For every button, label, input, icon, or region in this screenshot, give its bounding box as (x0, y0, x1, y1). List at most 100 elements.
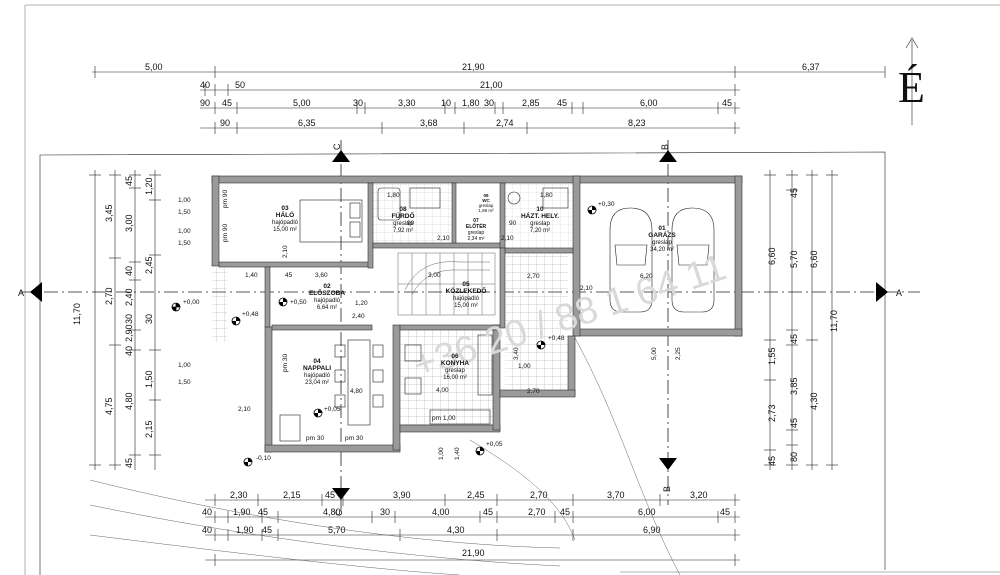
svg-text:4,00: 4,00 (432, 507, 450, 517)
level-marker-terrace: +0,48 (231, 311, 259, 326)
level-marker-kitchen-out: +0,05 (475, 441, 503, 456)
svg-text:09: 09 (483, 193, 489, 198)
section-label-a-right: A (896, 288, 902, 298)
level-marker-living: +0,05 (313, 406, 341, 418)
svg-text:10: 10 (536, 206, 544, 213)
svg-text:+0,05: +0,05 (486, 441, 503, 448)
svg-text:16,00 m²: 16,00 m² (443, 375, 467, 381)
right-dimension-lines (764, 170, 838, 470)
svg-text:NAPPALI: NAPPALI (303, 365, 331, 372)
svg-text:1,20: 1,20 (355, 300, 368, 307)
svg-text:15,00 m²: 15,00 m² (454, 303, 478, 309)
svg-text:3,68: 3,68 (420, 118, 438, 128)
svg-text:1,50: 1,50 (178, 209, 191, 216)
level-marker-corridor: +0,48 (536, 335, 565, 350)
svg-text:1,90: 1,90 (236, 525, 254, 535)
svg-text:11,70: 11,70 (829, 310, 839, 332)
svg-text:2,10: 2,10 (501, 235, 514, 242)
svg-text:80: 80 (789, 452, 799, 462)
svg-text:greslap: greslap (445, 368, 465, 374)
svg-text:6,60: 6,60 (767, 247, 777, 265)
svg-text:3,85: 3,85 (789, 377, 799, 395)
svg-text:2,70: 2,70 (527, 388, 540, 395)
svg-text:greslap: greslap (652, 240, 672, 246)
svg-text:6,00: 6,00 (640, 98, 658, 108)
svg-text:1,50: 1,50 (144, 370, 154, 388)
svg-text:90: 90 (407, 220, 415, 227)
svg-text:45: 45 (124, 176, 134, 186)
svg-text:2,40: 2,40 (124, 288, 134, 306)
svg-text:21,90: 21,90 (462, 62, 485, 72)
svg-text:greslap: greslap (479, 203, 494, 208)
svg-text:02: 02 (323, 283, 331, 290)
room-label-halo: 03 HÁLÓ hajópadló 15,00 m² (272, 205, 299, 233)
level-marker-entrance: +0,00 (171, 299, 200, 312)
svg-text:4,75: 4,75 (104, 397, 114, 415)
svg-text:45: 45 (789, 418, 799, 428)
svg-text:40: 40 (202, 525, 212, 535)
svg-text:2,74: 2,74 (496, 118, 514, 128)
tile-floor-utility (505, 183, 573, 248)
svg-text:pm 30: pm 30 (345, 435, 363, 442)
svg-text:1,89 m²: 1,89 m² (478, 208, 494, 213)
svg-text:05: 05 (462, 281, 470, 288)
svg-text:2,10: 2,10 (437, 235, 450, 242)
svg-text:2,40: 2,40 (352, 313, 365, 320)
svg-text:GARÁZS: GARÁZS (648, 230, 676, 239)
north-arrow: É (898, 37, 925, 125)
svg-text:5,00: 5,00 (293, 98, 311, 108)
svg-text:15,00 m²: 15,00 m² (273, 227, 297, 233)
room-label-konyha: 06 KONYHA greslap 16,00 m² (441, 353, 469, 381)
svg-text:4,80: 4,80 (124, 392, 134, 410)
svg-text:2,10: 2,10 (580, 285, 593, 292)
svg-text:21,00: 21,00 (480, 80, 503, 90)
svg-text:10: 10 (441, 98, 451, 108)
svg-text:30: 30 (380, 507, 390, 517)
svg-text:hajópadló: hajópadló (304, 373, 331, 379)
svg-text:2,10: 2,10 (238, 406, 251, 413)
svg-text:6,64 m²: 6,64 m² (317, 305, 337, 311)
svg-text:34,20 m²: 34,20 m² (650, 247, 674, 253)
tile-floor-kitchen (400, 330, 493, 425)
svg-text:1,80: 1,80 (462, 98, 480, 108)
svg-text:3,60: 3,60 (315, 272, 328, 279)
svg-text:11,70: 11,70 (72, 303, 82, 325)
svg-text:1,00: 1,00 (178, 362, 191, 369)
svg-text:5,70: 5,70 (789, 250, 799, 268)
svg-text:3,00: 3,00 (428, 272, 441, 279)
svg-text:KONYHA: KONYHA (441, 360, 469, 367)
svg-text:3,20: 3,20 (690, 490, 708, 500)
svg-text:40: 40 (200, 80, 210, 90)
svg-text:3,70: 3,70 (607, 490, 625, 500)
svg-text:45: 45 (262, 525, 272, 535)
svg-text:1,40: 1,40 (454, 447, 461, 460)
left-dimension-texts: 11,70 3,45 2,70 4,75 45 3,00 40 2,40 30 … (72, 176, 154, 468)
svg-text:pm 90: pm 90 (222, 224, 229, 242)
svg-text:45: 45 (258, 507, 268, 517)
room-label-nappali: 04 NAPPALI hajópadló 23,04 m² (303, 358, 331, 386)
svg-text:23,04 m²: 23,04 m² (305, 380, 329, 386)
svg-text:4,80: 4,80 (350, 388, 363, 395)
svg-text:ELŐTÉR: ELŐTÉR (466, 222, 487, 230)
staircase (397, 252, 496, 316)
svg-text:-0,10: -0,10 (256, 455, 271, 462)
svg-text:45: 45 (124, 458, 134, 468)
svg-text:1,55: 1,55 (767, 347, 777, 365)
svg-text:2,70: 2,70 (530, 490, 548, 500)
site-curves (89, 337, 1000, 575)
svg-text:45: 45 (325, 490, 335, 500)
svg-text:45: 45 (722, 98, 732, 108)
bottom-dimension-lines (205, 494, 740, 566)
svg-text:1,20: 1,20 (144, 177, 154, 195)
svg-text:45: 45 (557, 98, 567, 108)
svg-text:4,30: 4,30 (447, 525, 465, 535)
svg-text:HÁZT. HELY.: HÁZT. HELY. (521, 211, 559, 220)
tile-floor-bath (373, 183, 452, 243)
svg-text:ELŐSZOBA: ELŐSZOBA (309, 288, 345, 297)
svg-text:2,45: 2,45 (467, 490, 485, 500)
section-label-a-left: A (18, 288, 24, 298)
svg-text:2,45: 2,45 (144, 256, 154, 274)
svg-text:6,90: 6,90 (643, 525, 661, 535)
svg-text:90: 90 (509, 220, 517, 227)
bottom-dimension-texts: 2,30 2,15 45 3,90 2,45 2,70 3,70 3,20 40… (202, 490, 730, 558)
